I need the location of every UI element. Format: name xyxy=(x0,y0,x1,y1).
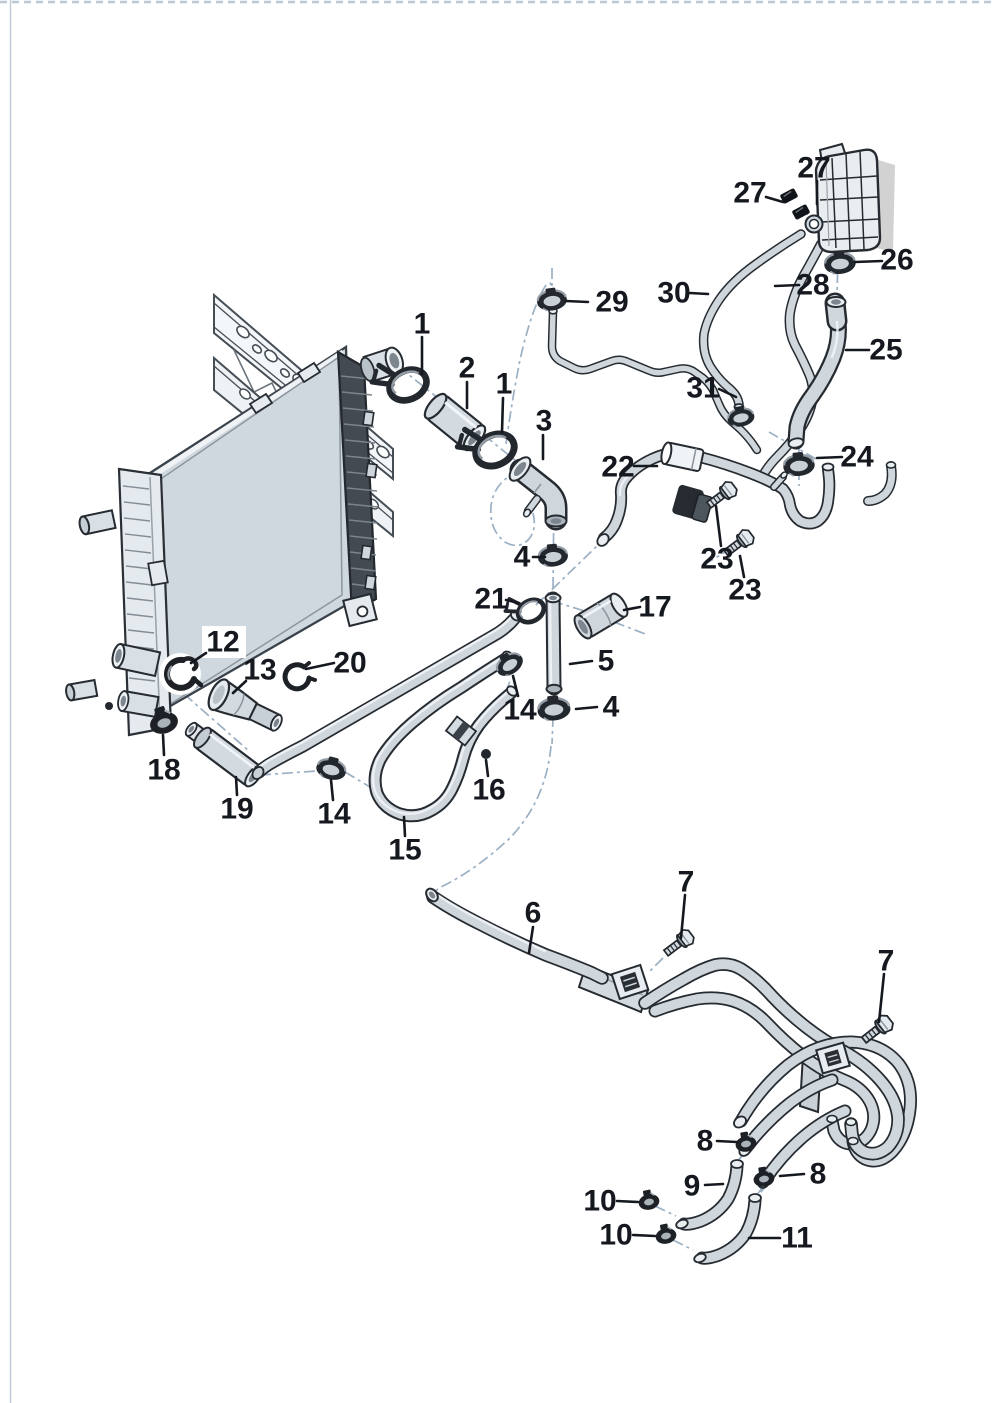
coolant-pipe-22 xyxy=(596,441,896,547)
callout-2[interactable]: 2 xyxy=(459,352,476,385)
callout-1[interactable]: 1 xyxy=(414,308,431,341)
callout-7[interactable]: 7 xyxy=(878,945,895,978)
callout-30[interactable]: 30 xyxy=(657,277,690,310)
elbow-fitting-3 xyxy=(508,456,568,527)
elbow-fitting-13 xyxy=(207,678,283,732)
callout-20[interactable]: 20 xyxy=(333,647,366,680)
callout-11[interactable]: 11 xyxy=(781,1222,813,1255)
coolant-hose-25 xyxy=(788,292,848,449)
callout-25[interactable]: 25 xyxy=(869,334,902,367)
pipe-bracket-23 xyxy=(672,484,714,523)
radiator-side-clips xyxy=(360,410,378,591)
callout-27[interactable]: 27 xyxy=(797,152,830,185)
callout-9[interactable]: 9 xyxy=(684,1170,701,1203)
callout-12[interactable]: 12 xyxy=(206,626,239,659)
radiator-mount-pin xyxy=(65,678,99,702)
callout-4[interactable]: 4 xyxy=(603,691,620,724)
pipe-manifold xyxy=(655,998,911,1189)
callout-7[interactable]: 7 xyxy=(678,866,695,899)
coolant-pipe-6 xyxy=(425,887,843,1051)
radiator-mount-pin xyxy=(78,509,117,536)
leader-lines xyxy=(161,179,886,1240)
callout-3[interactable]: 3 xyxy=(536,405,553,438)
callout-6[interactable]: 6 xyxy=(525,897,542,930)
elbow-hose-9 xyxy=(675,1159,744,1230)
callout-10[interactable]: 10 xyxy=(599,1219,632,1252)
pipe-mount-bracket xyxy=(610,963,650,1001)
elbow-hose-11 xyxy=(693,1193,762,1264)
pipe-mount-bracket xyxy=(814,1041,852,1075)
grommet-27 xyxy=(780,188,810,220)
callout-31[interactable]: 31 xyxy=(686,372,719,405)
hose-bracket xyxy=(444,715,478,747)
callout-18[interactable]: 18 xyxy=(147,754,180,787)
callout-27[interactable]: 27 xyxy=(733,177,766,210)
coolant-hose-15 xyxy=(373,650,518,816)
callout-22[interactable]: 22 xyxy=(601,451,634,484)
callout-28[interactable]: 28 xyxy=(796,269,829,302)
callout-19[interactable]: 19 xyxy=(220,793,253,826)
callout-24[interactable]: 24 xyxy=(840,441,874,474)
radiator-bottom-port xyxy=(117,690,160,718)
bushing-17 xyxy=(573,592,629,640)
coolant-hose-5 xyxy=(544,594,563,693)
callout-21[interactable]: 21 xyxy=(474,583,507,616)
callout-26[interactable]: 26 xyxy=(880,244,913,277)
radiator-foot-bracket xyxy=(342,592,378,628)
callout-29[interactable]: 29 xyxy=(595,286,628,319)
fastener-16 xyxy=(481,749,491,759)
callout-1[interactable]: 1 xyxy=(496,368,513,401)
callout-10[interactable]: 10 xyxy=(583,1185,616,1218)
callout-23[interactable]: 23 xyxy=(700,543,733,576)
callout-16[interactable]: 16 xyxy=(472,774,505,807)
radiator xyxy=(65,344,404,737)
pipe-sleeve xyxy=(660,441,705,472)
callout-12-box xyxy=(202,626,246,658)
callout-17[interactable]: 17 xyxy=(638,591,671,624)
callout-15[interactable]: 15 xyxy=(388,834,421,867)
callout-4[interactable]: 4 xyxy=(514,541,531,574)
c-clip-20 xyxy=(282,661,317,692)
callout-14[interactable]: 14 xyxy=(317,798,351,831)
radiator-bottom-port xyxy=(111,642,162,678)
callout-8[interactable]: 8 xyxy=(810,1158,827,1191)
expansion-tank xyxy=(804,142,895,254)
callout-13[interactable]: 13 xyxy=(243,654,276,687)
callout-14[interactable]: 14 xyxy=(503,694,537,727)
callout-8[interactable]: 8 xyxy=(697,1125,714,1158)
callout-labels: 1 2 1 3 29 30 28 27 27 26 25 31 24 22 23… xyxy=(147,152,913,1255)
callout-23[interactable]: 23 xyxy=(728,574,761,607)
callout-5[interactable]: 5 xyxy=(598,645,615,678)
